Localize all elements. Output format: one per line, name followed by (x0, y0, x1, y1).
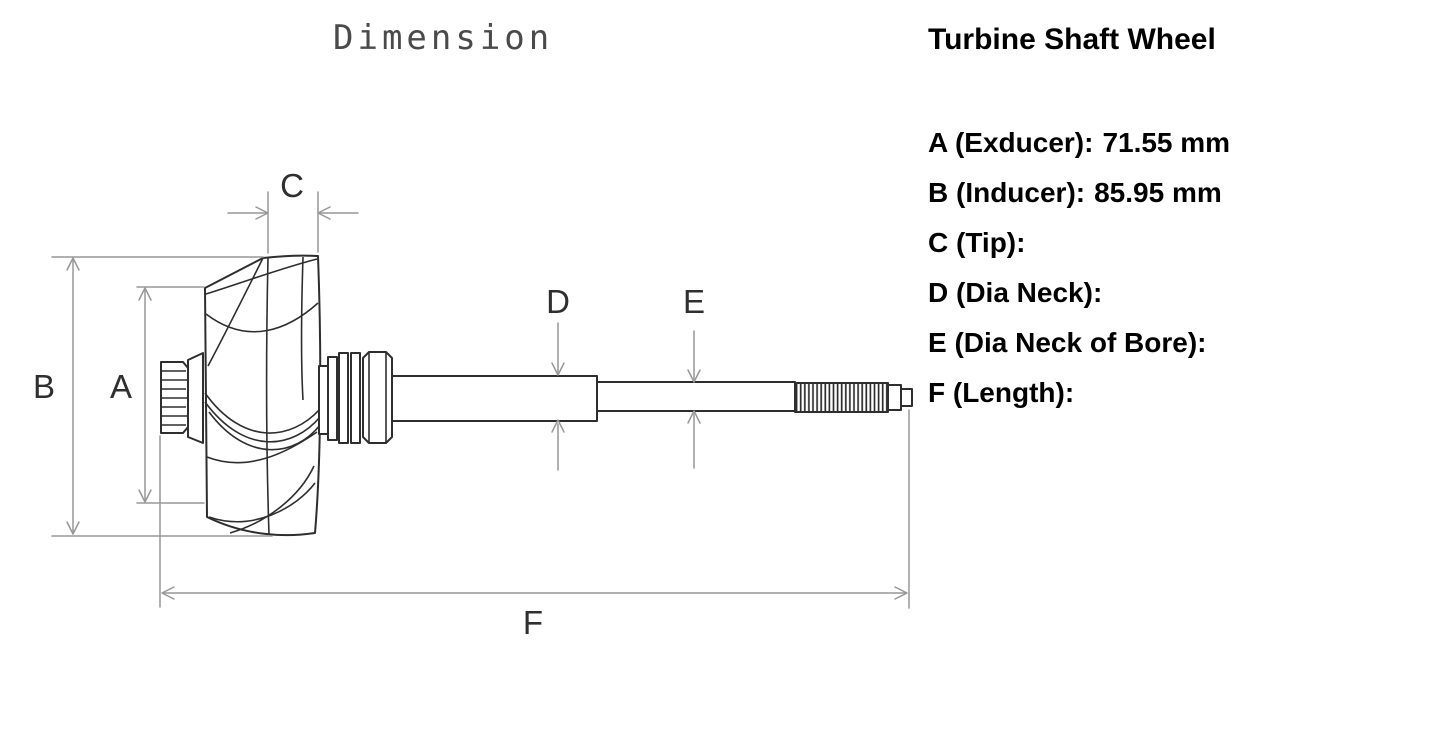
threaded-end (794, 382, 889, 413)
dimension-B (51, 256, 273, 537)
shaft-neck-section (391, 375, 598, 422)
hub-flange (187, 352, 204, 444)
dim-label-A: A (110, 368, 132, 405)
spec-row-tip: C (Tip): (928, 218, 1428, 268)
spec-panel-title: Turbine Shaft Wheel (928, 23, 1216, 56)
dim-label-C: C (280, 167, 304, 204)
dim-label-F: F (523, 604, 543, 641)
spec-label: F (Length): (928, 377, 1075, 408)
spec-row-dia-neck-bore: E (Dia Neck of Bore): (928, 318, 1428, 368)
spec-label: B (Inducer): (928, 177, 1086, 208)
dim-label-D: D (546, 283, 570, 320)
spec-value: 71.55 mm (1102, 127, 1231, 158)
spec-label: A (Exducer): (928, 127, 1094, 158)
dim-label-B: B (33, 368, 55, 405)
spec-row-exducer: A (Exducer): 71.55 mm (928, 118, 1428, 168)
spec-label: D (Dia Neck): (928, 277, 1103, 308)
dimension-E (687, 330, 701, 469)
spec-label: E (Dia Neck of Bore): (928, 327, 1207, 358)
spec-value: 85.95 mm (1094, 177, 1222, 208)
spec-row-inducer: B (Inducer): 85.95 mm (928, 168, 1428, 218)
dimension-D (551, 322, 565, 471)
spec-row-dia-neck: D (Dia Neck): (928, 268, 1428, 318)
wheel-back-step (318, 365, 329, 435)
shaft-tip (900, 388, 913, 407)
dimension-C (227, 191, 359, 254)
dimension-A (136, 286, 205, 504)
dim-label-E: E (683, 283, 705, 320)
seal-collar-rings (327, 351, 393, 444)
drawing-title: Dimension (333, 18, 554, 58)
shaft-bore-section (596, 381, 796, 412)
turbine-blade-lines (204, 256, 321, 535)
spec-list: A (Exducer): 71.55 mm B (Inducer): 85.95 m… (928, 118, 1428, 418)
spec-label: C (Tip): (928, 227, 1026, 258)
dimension-F (159, 409, 910, 609)
shaft-tip-collar (887, 384, 902, 411)
spec-row-length: F (Length): (928, 368, 1428, 418)
shaft-nut (160, 361, 189, 434)
